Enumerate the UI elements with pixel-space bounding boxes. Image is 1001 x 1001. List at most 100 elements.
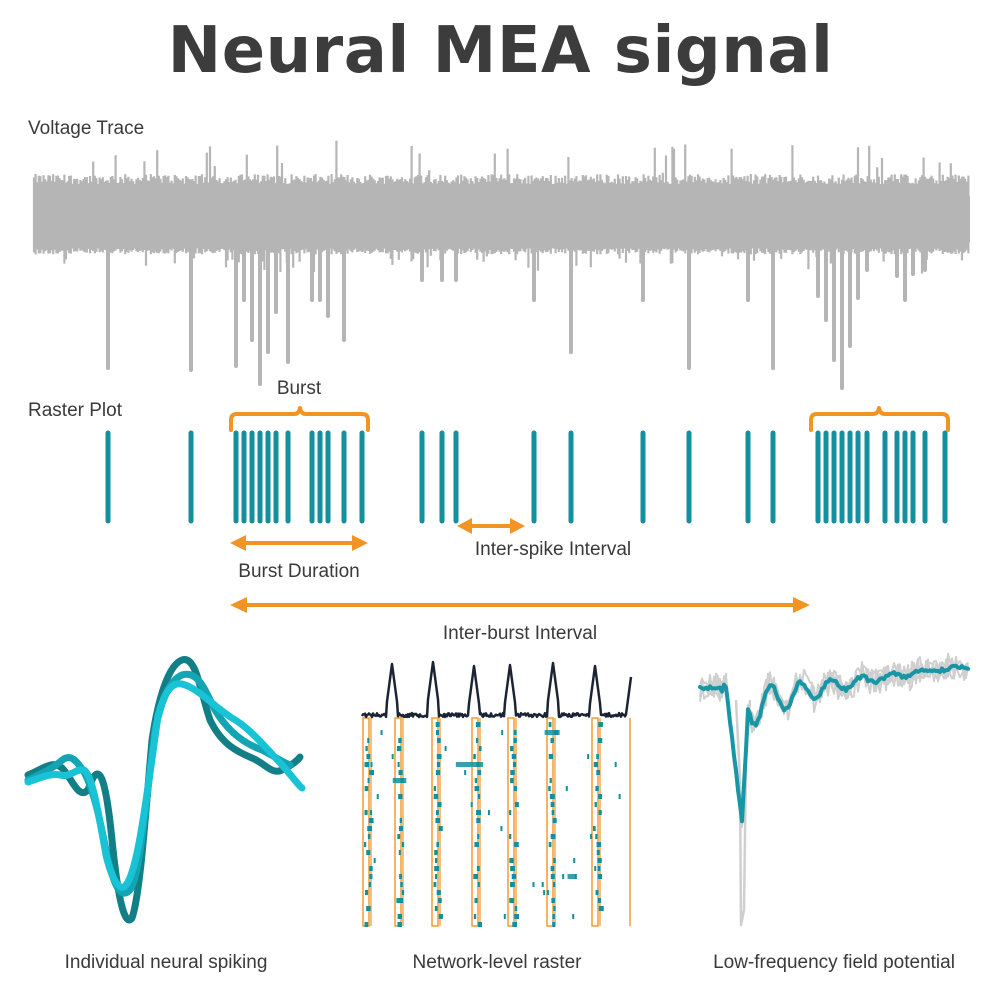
net-spike	[364, 762, 370, 767]
net-spike	[369, 866, 373, 871]
net-spike	[364, 922, 369, 927]
net-spike	[513, 738, 517, 743]
net-spike	[510, 778, 514, 783]
net-spike	[364, 786, 369, 791]
burst-brace-2	[809, 406, 950, 432]
net-spike	[509, 858, 514, 863]
net-spike	[373, 858, 376, 863]
page-title: Neural MEA signal	[167, 14, 834, 88]
net-spike	[512, 922, 518, 927]
net-spike	[562, 874, 565, 879]
net-spike	[475, 722, 481, 727]
net-spike	[598, 906, 604, 911]
net-spike	[369, 770, 374, 775]
net-spike	[477, 834, 480, 839]
net-spike	[514, 802, 519, 807]
net-spike	[552, 914, 555, 919]
net-spike	[366, 754, 371, 759]
lfp-panel-label: Low-frequency field potential	[713, 952, 955, 973]
net-spike	[596, 850, 600, 855]
net-spike	[595, 890, 599, 895]
net-spike	[552, 882, 556, 887]
net-spike	[435, 874, 438, 879]
net-spike	[470, 802, 473, 807]
net-spike	[596, 770, 600, 775]
trace-band	[34, 196, 970, 242]
net-spike	[474, 778, 478, 783]
net-spike	[400, 882, 403, 887]
net-spike	[514, 914, 520, 919]
net-spike	[476, 738, 479, 743]
net-spike	[549, 778, 552, 783]
net-spike	[513, 730, 517, 735]
net-spike	[487, 810, 490, 815]
net-spike	[398, 826, 403, 831]
net-spike	[596, 754, 599, 759]
net-spike	[370, 762, 373, 767]
net-spike	[365, 746, 368, 751]
voltage-trace-label: Voltage Trace	[28, 118, 145, 139]
net-spike	[532, 882, 535, 887]
net-spike	[509, 834, 512, 839]
net-spike	[436, 890, 441, 895]
net-spike	[397, 762, 400, 767]
inter-spike-interval-label: Inter-spike Interval	[474, 539, 632, 560]
net-spike	[593, 826, 596, 831]
net-spike	[391, 754, 394, 759]
net-spike	[364, 810, 368, 815]
net-spike	[436, 810, 439, 815]
net-spike	[398, 850, 401, 855]
net-spike	[513, 786, 518, 791]
net-spike	[370, 810, 373, 815]
net-spike	[552, 922, 556, 927]
net-spike	[477, 770, 482, 775]
net-spike	[434, 858, 438, 863]
net-spike	[398, 898, 404, 903]
network-raster	[362, 717, 631, 927]
net-spike	[474, 898, 478, 903]
net-spike	[543, 890, 546, 895]
net-spike	[398, 738, 402, 743]
net-spike	[473, 874, 478, 879]
burst-label: Burst	[276, 378, 322, 399]
net-spike	[366, 850, 371, 855]
net-spike	[550, 866, 555, 871]
network-panel-label: Network-level raster	[412, 952, 582, 973]
net-spike	[398, 794, 403, 799]
waveform-bright	[24, 680, 306, 891]
net-spike	[510, 770, 515, 775]
net-spike	[434, 906, 438, 911]
inter-burst-interval-label: Inter-burst Interval	[442, 623, 598, 644]
net-spike	[435, 818, 440, 823]
net-spike	[548, 754, 554, 759]
net-spike	[366, 906, 371, 911]
net-spike	[364, 890, 369, 895]
net-spike	[434, 866, 440, 871]
net-spike	[549, 794, 555, 799]
net-spike	[433, 794, 439, 799]
net-spike	[548, 842, 552, 847]
net-spike	[476, 818, 481, 823]
net-spike	[550, 738, 554, 743]
net-spike	[548, 786, 551, 791]
network-activity-trace	[360, 660, 633, 719]
net-spike	[478, 746, 482, 751]
net-spike	[552, 818, 557, 823]
net-spike	[510, 866, 515, 871]
net-spike	[594, 866, 597, 871]
net-spike	[598, 810, 602, 815]
net-spike	[594, 802, 597, 807]
net-spike	[392, 778, 407, 783]
net-spike	[399, 874, 402, 879]
lfp-mean-trace	[698, 663, 970, 824]
net-spike	[401, 890, 405, 895]
net-spike	[435, 770, 441, 775]
net-spike	[553, 858, 556, 863]
net-spike	[597, 874, 602, 879]
net-spike	[369, 874, 373, 879]
net-spike	[548, 722, 552, 727]
voltage-trace	[32, 140, 970, 390]
net-spike	[477, 794, 481, 799]
lfp-trials	[699, 652, 969, 927]
net-spike	[444, 746, 447, 751]
